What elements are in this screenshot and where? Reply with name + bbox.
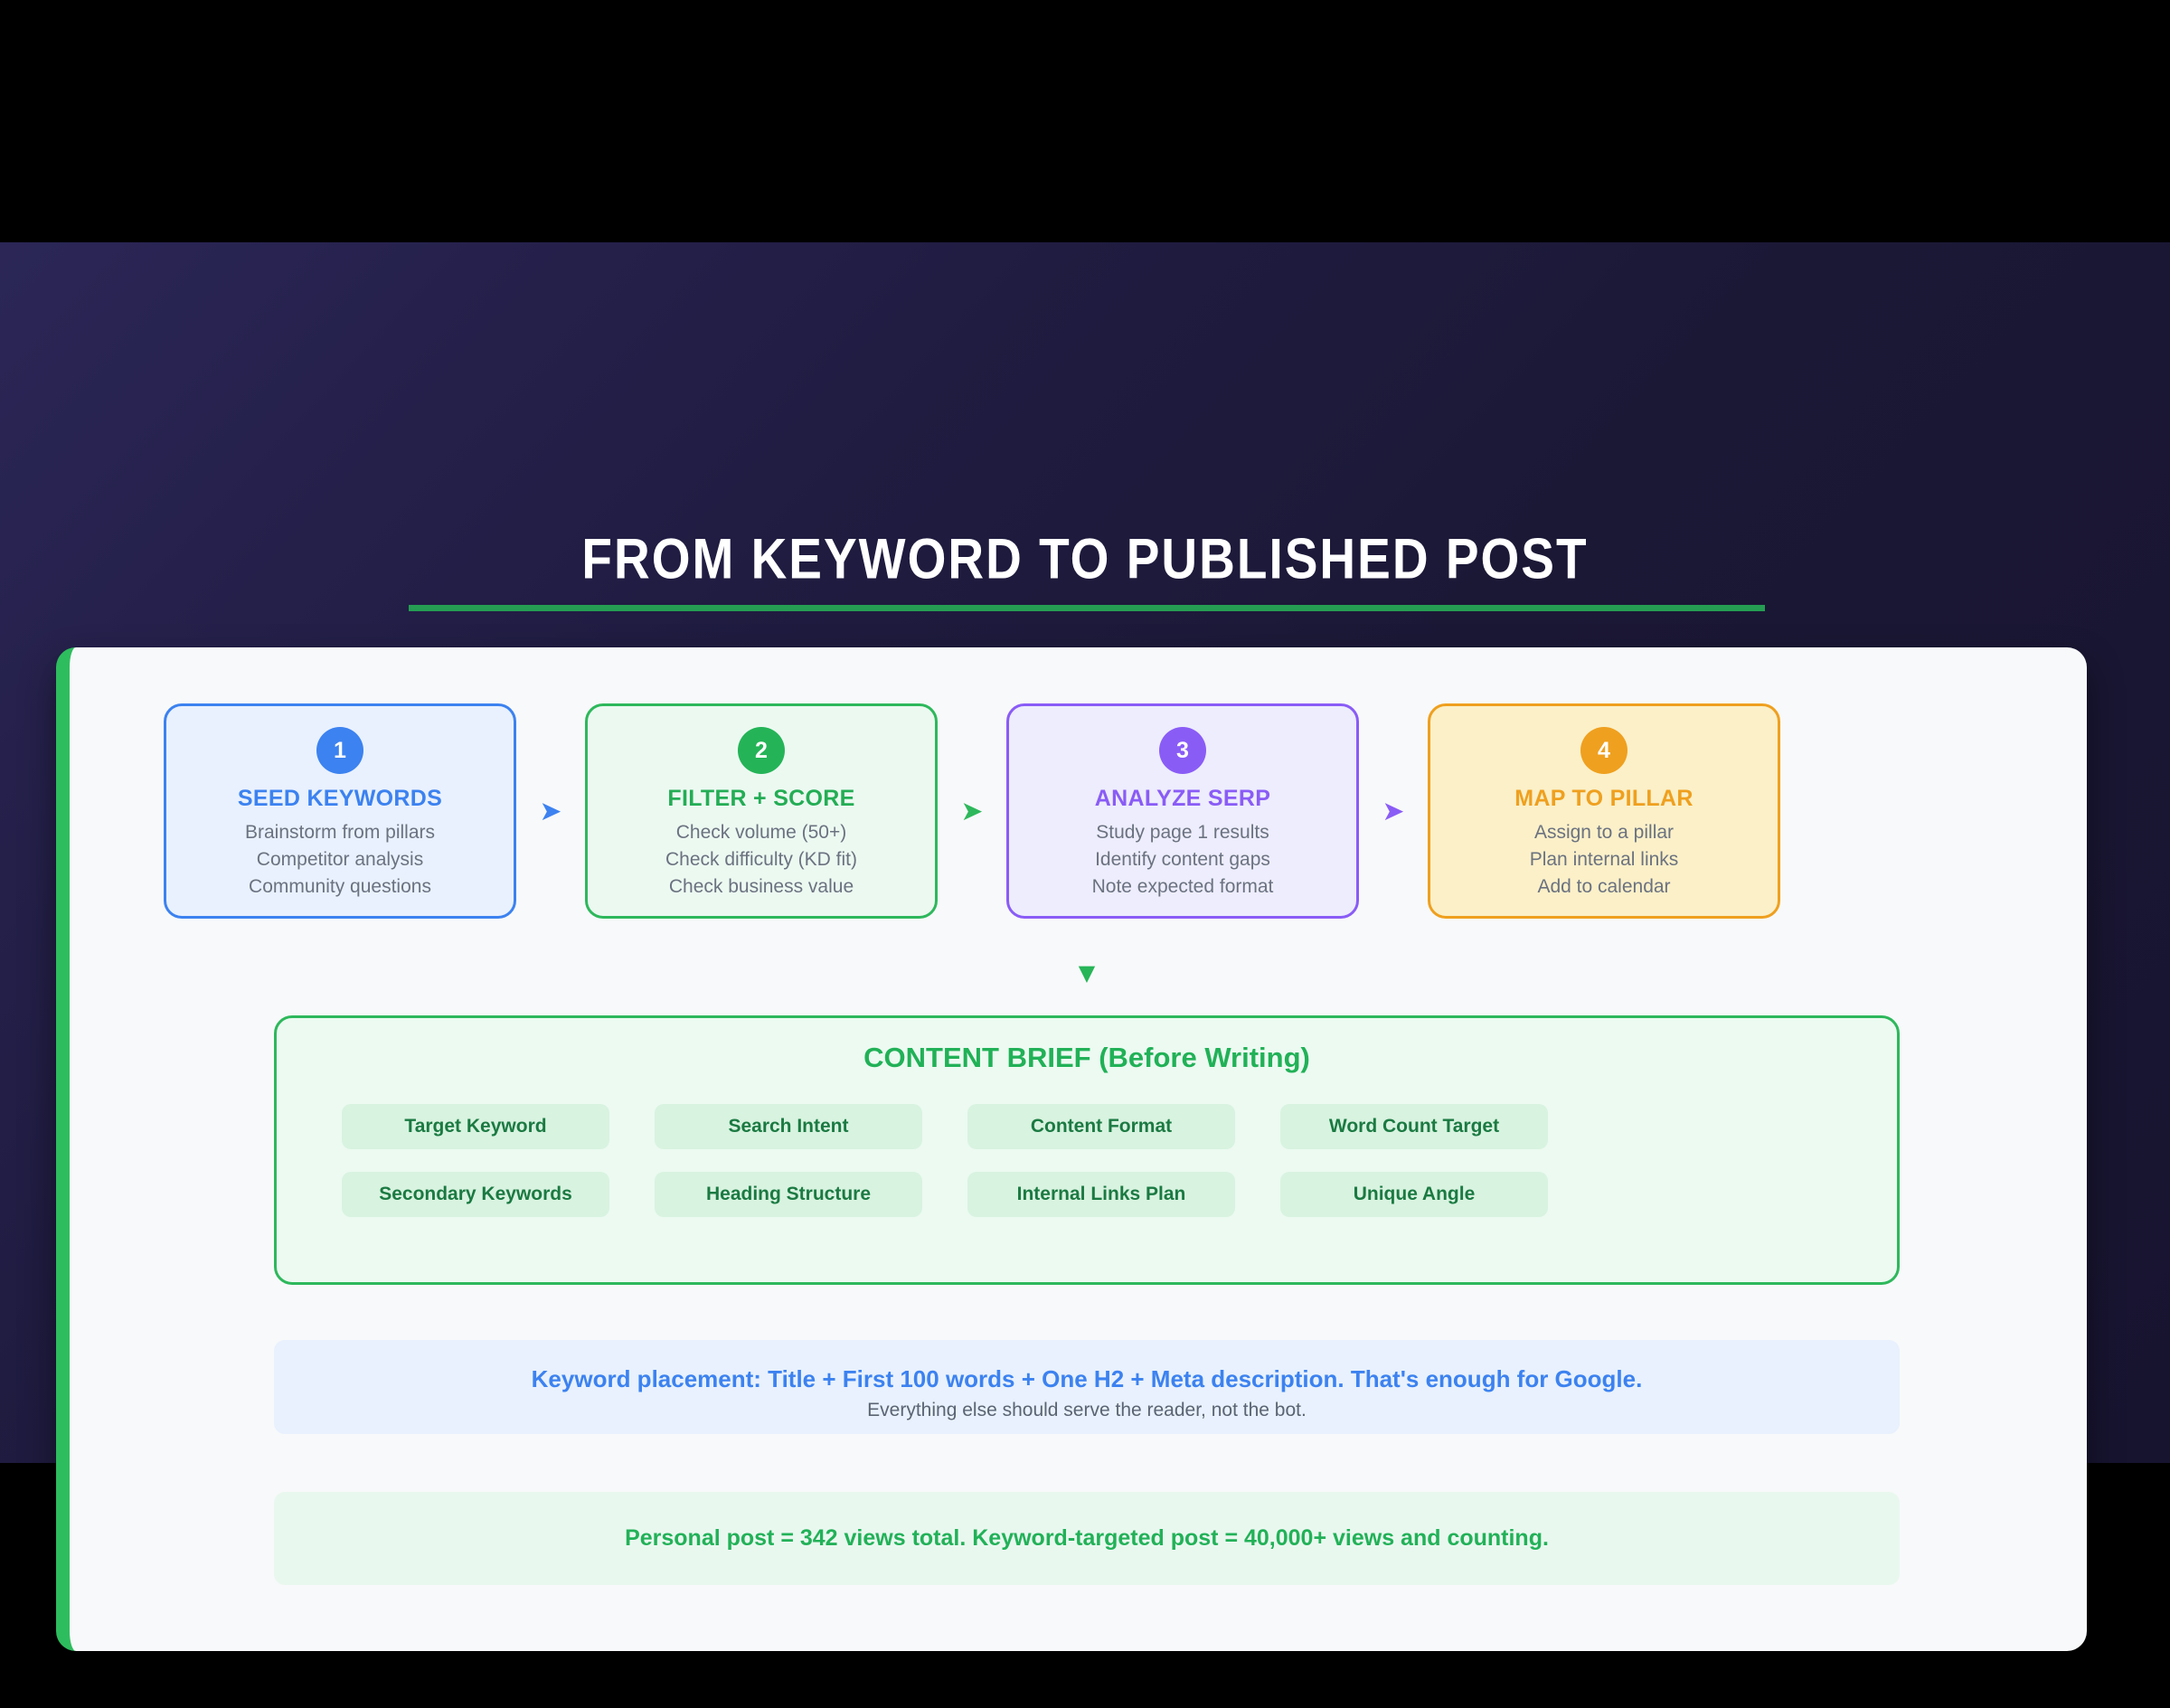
callout-headline: Personal post = 342 views total. Keyword… bbox=[625, 1525, 1549, 1551]
arrow-right-icon: ➤ bbox=[1382, 795, 1405, 827]
content-brief-box: CONTENT BRIEF (Before Writing) Target Ke… bbox=[274, 1015, 1900, 1285]
step-detail-line: Check difficulty (KD fit) bbox=[665, 849, 857, 870]
arrow-right-icon: ➤ bbox=[960, 795, 984, 827]
brief-chip: Secondary Keywords bbox=[342, 1172, 609, 1217]
step-detail-line: Study page 1 results bbox=[1096, 822, 1269, 843]
step-card-filter-score: 2 FILTER + SCORE Check volume (50+) Chec… bbox=[585, 703, 938, 919]
step-card-seed-keywords: 1 SEED KEYWORDS Brainstorm from pillars … bbox=[164, 703, 516, 919]
step-number-badge: 2 bbox=[738, 727, 785, 774]
step-detail-line: Assign to a pillar bbox=[1533, 822, 1675, 843]
step-title: MAP TO PILLAR bbox=[1514, 786, 1694, 811]
step-detail-line: Add to calendar bbox=[1537, 876, 1671, 897]
keyword-placement-callout: Keyword placement: Title + First 100 wor… bbox=[274, 1340, 1900, 1434]
step-details: Assign to a pillar Plan internal links A… bbox=[1430, 819, 1778, 901]
step-number-badge: 1 bbox=[316, 727, 363, 774]
arrow-down-icon: ▼ bbox=[1078, 960, 1096, 986]
step-detail-line: Check volume (50+) bbox=[675, 822, 847, 843]
step-number-badge: 4 bbox=[1580, 727, 1628, 774]
step-details: Check volume (50+) Check difficulty (KD … bbox=[588, 819, 935, 901]
callout-subtext: Everything else should serve the reader,… bbox=[867, 1400, 1307, 1420]
slide-background: FROM KEYWORD TO PUBLISHED POST 1 SEED KE… bbox=[0, 242, 2170, 1651]
brief-chip: Target Keyword bbox=[342, 1104, 609, 1149]
brief-chip: Internal Links Plan bbox=[967, 1172, 1235, 1217]
step-details: Study page 1 results Identify content ga… bbox=[1009, 819, 1356, 901]
content-panel: 1 SEED KEYWORDS Brainstorm from pillars … bbox=[56, 647, 2087, 1651]
step-title: ANALYZE SERP bbox=[1094, 786, 1271, 811]
step-title: SEED KEYWORDS bbox=[237, 786, 443, 811]
brief-chip: Heading Structure bbox=[655, 1172, 922, 1217]
steps-flow: 1 SEED KEYWORDS Brainstorm from pillars … bbox=[164, 703, 1780, 919]
step-detail-line: Identify content gaps bbox=[1095, 849, 1270, 870]
brief-chip: Search Intent bbox=[655, 1104, 922, 1149]
brief-chip-grid: Target Keyword Search Intent Content For… bbox=[342, 1104, 1752, 1217]
brief-chip: Content Format bbox=[967, 1104, 1235, 1149]
step-detail-line: Note expected format bbox=[1091, 876, 1274, 897]
arrow-right-icon: ➤ bbox=[539, 795, 562, 827]
step-details: Brainstorm from pillars Competitor analy… bbox=[166, 819, 514, 901]
step-title: FILTER + SCORE bbox=[667, 786, 855, 811]
step-detail-line: Competitor analysis bbox=[256, 849, 424, 870]
results-callout: Personal post = 342 views total. Keyword… bbox=[274, 1492, 1900, 1585]
title-underline bbox=[409, 605, 1765, 611]
brief-chip: Word Count Target bbox=[1280, 1104, 1548, 1149]
step-card-analyze-serp: 3 ANALYZE SERP Study page 1 results Iden… bbox=[1006, 703, 1359, 919]
step-card-map-to-pillar: 4 MAP TO PILLAR Assign to a pillar Plan … bbox=[1428, 703, 1780, 919]
content-brief-title: CONTENT BRIEF (Before Writing) bbox=[863, 1042, 1310, 1073]
page-title: FROM KEYWORD TO PUBLISHED POST bbox=[581, 526, 1589, 591]
brief-chip: Unique Angle bbox=[1280, 1172, 1548, 1217]
step-detail-line: Plan internal links bbox=[1529, 849, 1679, 870]
step-detail-line: Brainstorm from pillars bbox=[244, 822, 436, 843]
callout-headline: Keyword placement: Title + First 100 wor… bbox=[531, 1365, 1643, 1392]
step-detail-line: Community questions bbox=[249, 876, 431, 897]
step-detail-line: Check business value bbox=[668, 876, 854, 897]
step-number-badge: 3 bbox=[1159, 727, 1206, 774]
